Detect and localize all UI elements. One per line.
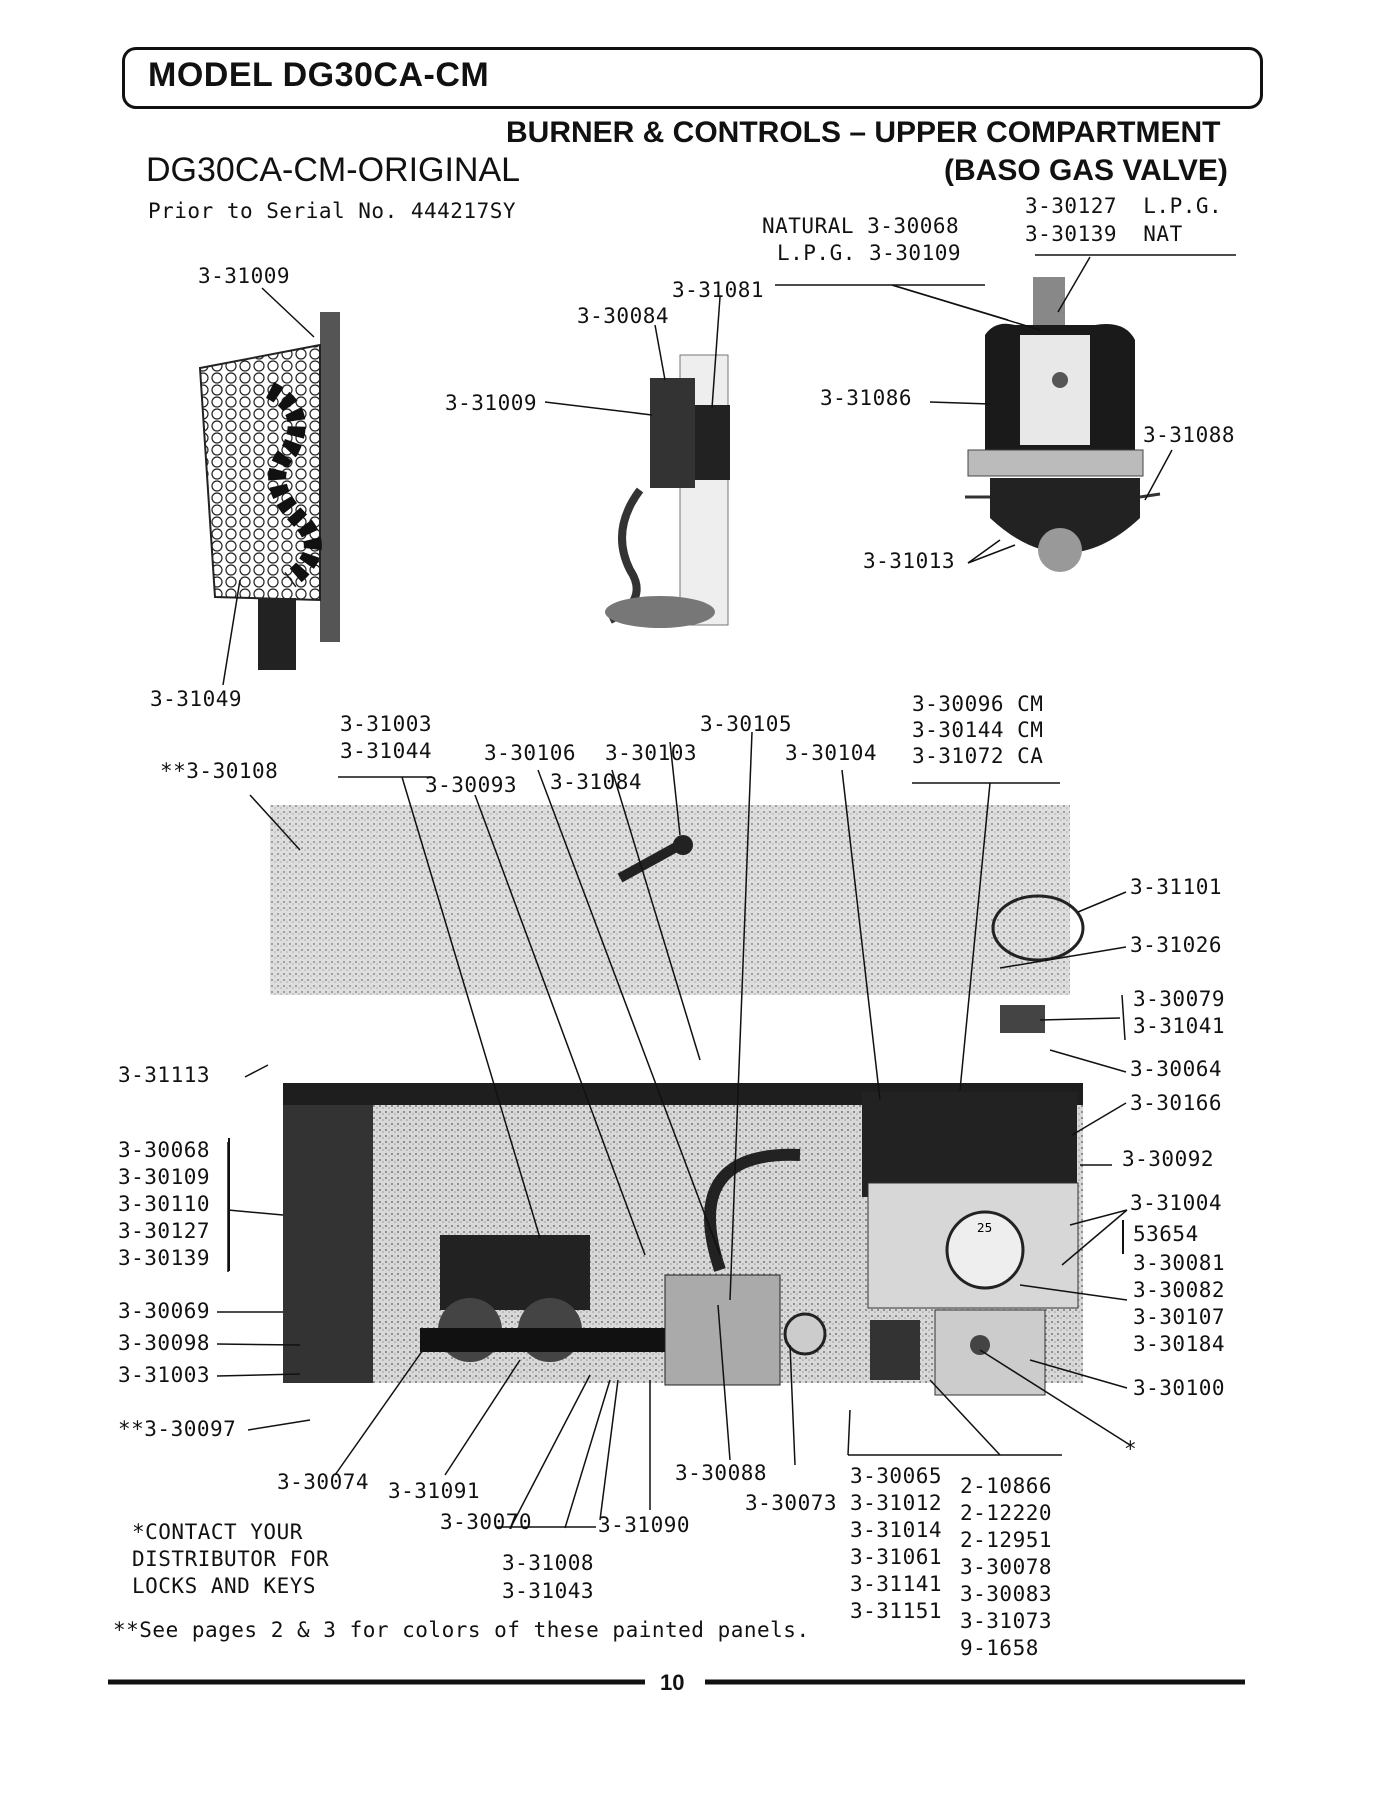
left-group-part-4: 3-30127 <box>118 1219 211 1243</box>
group-65-part-3: 3-31014 <box>850 1518 943 1542</box>
part-3-30070: 3-30070 <box>440 1510 533 1534</box>
contact-note-line-1: *CONTACT YOUR <box>132 1520 303 1544</box>
part-3-30100: 3-30100 <box>1133 1376 1226 1400</box>
group-10866-part-6: 3-31073 <box>960 1609 1053 1633</box>
burner-screen-image <box>198 312 340 670</box>
model-header-box <box>122 47 1263 109</box>
part-3-31091: 3-31091 <box>388 1479 481 1503</box>
part-3-30073: 3-30073 <box>745 1491 838 1515</box>
group-65-part-5: 3-31141 <box>850 1572 943 1596</box>
group-65-part-4: 3-31061 <box>850 1545 943 1569</box>
part-3-30093: 3-30093 <box>425 773 518 797</box>
part-3-30144: 3-30144 CM <box>912 718 1044 742</box>
right-group-part-5: 3-30184 <box>1133 1332 1226 1356</box>
serial-note: Prior to Serial No. 444217SY <box>148 199 517 223</box>
part-3-31003-low: 3-31003 <box>118 1363 211 1387</box>
group-65-part-1: 3-30065 <box>850 1464 943 1488</box>
part-3-30084: 3-30084 <box>577 304 670 328</box>
part-3-31049: 3-31049 <box>150 687 243 711</box>
compartment-photo: 25 <box>270 805 1085 1396</box>
group-65-part-6: 3-31151 <box>850 1599 943 1623</box>
part-3-30104: 3-30104 <box>785 741 878 765</box>
part-3-31004: 3-31004 <box>1130 1191 1223 1215</box>
part-3-31101: 3-31101 <box>1130 875 1223 899</box>
part-3-30096: 3-30096 CM <box>912 692 1044 716</box>
part-3-30074: 3-30074 <box>277 1470 370 1494</box>
part-3-30098: 3-30098 <box>118 1331 211 1355</box>
painted-panels-note: **See pages 2 & 3 for colors of these pa… <box>113 1618 810 1642</box>
variant-title: DG30CA-CM-ORIGINAL <box>146 151 521 189</box>
leader-lines <box>216 254 1236 1529</box>
right-group-part-3: 3-30082 <box>1133 1278 1226 1302</box>
part-3-30092: 3-30092 <box>1122 1147 1215 1171</box>
part-3-31003-top: 3-31003 <box>340 712 433 736</box>
part-3-31013: 3-31013 <box>863 549 956 573</box>
group-31008-part-2: 3-31043 <box>502 1579 595 1603</box>
valve-lpg-part: 3-30127 L.P.G. <box>1025 194 1223 218</box>
part-3-31113: 3-31113 <box>118 1063 211 1087</box>
contact-note-line-2: DISTRIBUTOR FOR <box>132 1547 330 1571</box>
part-3-31084: 3-31084 <box>550 770 643 794</box>
pilot-assembly-image <box>605 354 730 628</box>
part-3-31009-top: 3-31009 <box>198 264 291 288</box>
group-65-part-2: 3-31012 <box>850 1491 943 1515</box>
group-10866-part-7: 9-1658 <box>960 1636 1039 1660</box>
part-3-31044: 3-31044 <box>340 739 433 763</box>
part-3-30108: **3-30108 <box>160 759 279 783</box>
right-group-part-1: 53654 <box>1133 1222 1199 1246</box>
section-title: BURNER & CONTROLS – UPPER COMPARTMENT <box>506 116 1221 149</box>
part-3-31009-mid: 3-31009 <box>445 391 538 415</box>
svg-text:25: 25 <box>977 1221 992 1235</box>
group-10866-part-2: 2-12220 <box>960 1501 1053 1525</box>
part-3-30105: 3-30105 <box>700 712 793 736</box>
part-3-31088: 3-31088 <box>1143 423 1236 447</box>
part-3-31081: 3-31081 <box>672 278 765 302</box>
page-number: 10 <box>660 1670 685 1695</box>
contact-note-line-3: LOCKS AND KEYS <box>132 1574 317 1598</box>
part-3-30106: 3-30106 <box>484 741 577 765</box>
part-3-31090: 3-31090 <box>598 1513 691 1537</box>
right-group-part-4: 3-30107 <box>1133 1305 1226 1329</box>
valve-nat-part: 3-30139 NAT <box>1025 222 1183 246</box>
part-3-30079: 3-30079 <box>1133 987 1226 1011</box>
left-group-part-2: 3-30109 <box>118 1165 211 1189</box>
part-3-30064: 3-30064 <box>1130 1057 1223 1081</box>
group-10866-part-1: 2-10866 <box>960 1474 1053 1498</box>
natural-orifice-part: NATURAL 3-30068 <box>762 214 960 238</box>
group-10866-part-4: 3-30078 <box>960 1555 1053 1579</box>
left-group-bracket <box>228 1138 230 1271</box>
right-group-bracket <box>1122 1220 1124 1254</box>
part-3-30097: **3-30097 <box>118 1417 237 1441</box>
lpg-orifice-part: L.P.G. 3-30109 <box>777 241 962 265</box>
right-group-part-2: 3-30081 <box>1133 1251 1226 1275</box>
group-10866-part-3: 2-12951 <box>960 1528 1053 1552</box>
group-10866-part-5: 3-30083 <box>960 1582 1053 1606</box>
part-3-31041: 3-31041 <box>1133 1014 1226 1038</box>
lock-star-marker: * <box>1124 1437 1138 1461</box>
section-subtitle: (BASO GAS VALVE) <box>944 154 1228 187</box>
part-3-31026: 3-31026 <box>1130 933 1223 957</box>
left-group-part-5: 3-30139 <box>118 1246 211 1270</box>
part-3-30088: 3-30088 <box>675 1461 768 1485</box>
part-3-30069: 3-30069 <box>118 1299 211 1323</box>
part-3-30166: 3-30166 <box>1130 1091 1223 1115</box>
left-group-part-3: 3-30110 <box>118 1192 211 1216</box>
part-3-30103: 3-30103 <box>605 741 698 765</box>
gas-valve-image <box>965 277 1161 572</box>
model-title: MODEL DG30CA-CM <box>148 56 490 94</box>
left-group-part-1: 3-30068 <box>118 1138 211 1162</box>
part-3-31086: 3-31086 <box>820 386 913 410</box>
group-31008-part-1: 3-31008 <box>502 1551 595 1575</box>
part-3-31072: 3-31072 CA <box>912 744 1044 768</box>
